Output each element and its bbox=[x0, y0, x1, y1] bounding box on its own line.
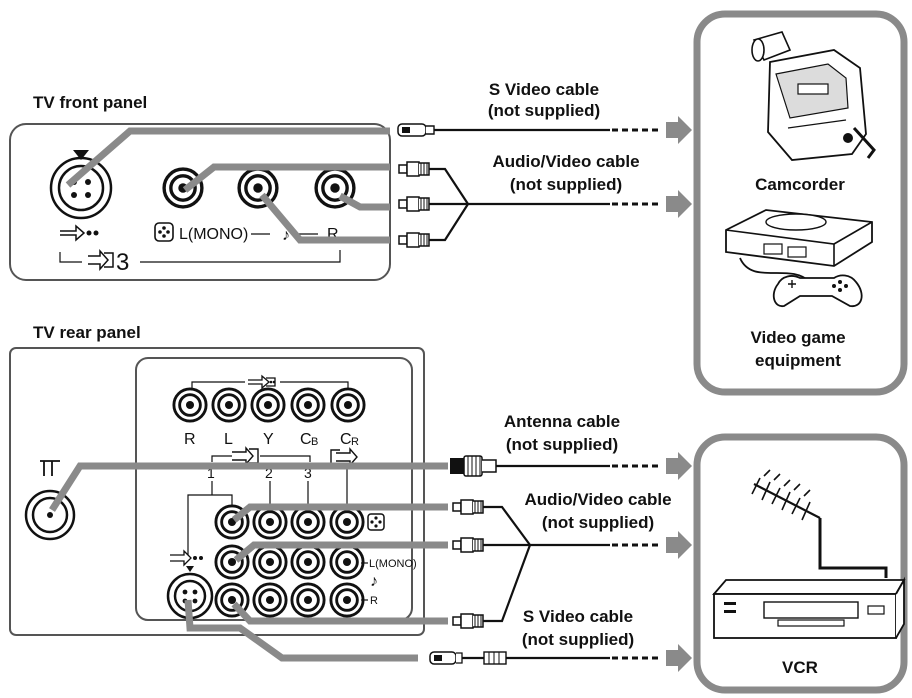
rear-video-icon bbox=[367, 513, 385, 531]
antenna-plug bbox=[450, 455, 497, 477]
rear-s-video-arrow bbox=[666, 644, 692, 672]
component-y-jack bbox=[250, 387, 286, 423]
component-r-jack bbox=[172, 387, 208, 423]
component-cb-jack bbox=[290, 387, 326, 423]
component-label-y: Y bbox=[263, 431, 274, 448]
game-label-2: equipment bbox=[755, 351, 841, 370]
input-number-3: 3 bbox=[304, 465, 312, 481]
component-label-cb: C bbox=[300, 431, 312, 448]
rear-r-label: R bbox=[370, 595, 378, 607]
rear-note-icon: ♪ bbox=[370, 573, 378, 590]
antenna-icon bbox=[40, 460, 60, 476]
front-av-plug-1 bbox=[398, 161, 430, 177]
game-label-1: Video game bbox=[750, 328, 845, 347]
game-console-icon bbox=[725, 209, 873, 267]
rear-s-video-route bbox=[184, 599, 418, 662]
vcr-box bbox=[693, 433, 908, 694]
s-video-cable-top-note: (not supplied) bbox=[488, 101, 600, 120]
front-s-video-plug bbox=[397, 123, 435, 137]
component-input-icon bbox=[248, 374, 276, 390]
s-video-cable-bottom-note: (not supplied) bbox=[522, 630, 634, 649]
component-label-cr: C bbox=[340, 431, 352, 448]
front-s-video-route bbox=[65, 127, 390, 188]
gamepad-icon bbox=[772, 274, 863, 307]
input-number-2: 2 bbox=[265, 465, 273, 481]
rear-av-plug-2 bbox=[452, 537, 484, 553]
av-cable-bottom-label: Audio/Video cable bbox=[524, 490, 671, 509]
front-panel-title: TV front panel bbox=[33, 93, 147, 112]
component-label-r: R bbox=[184, 431, 196, 448]
component-sub-b: B bbox=[311, 436, 318, 448]
s-video-cable-top-label: S Video cable bbox=[489, 80, 599, 99]
front-av-arrow bbox=[666, 190, 692, 218]
front-input-number: 3 bbox=[116, 249, 129, 276]
rear-s-video-input-icon bbox=[170, 549, 203, 567]
antenna-cable-label: Antenna cable bbox=[504, 412, 620, 431]
front-video-route bbox=[182, 163, 390, 193]
front-s-video-jack bbox=[49, 150, 113, 220]
note-icon: ♪ bbox=[282, 227, 290, 244]
rear-audio-l-route bbox=[233, 541, 448, 563]
tv-antenna-icon bbox=[751, 469, 888, 578]
component-cr-jack bbox=[330, 387, 366, 423]
vcr-label: VCR bbox=[782, 658, 818, 677]
rear-panel-title: TV rear panel bbox=[33, 323, 141, 342]
s-video-input-icon bbox=[60, 224, 99, 242]
front-r-label: R bbox=[327, 226, 339, 243]
front-l-mono-label: L(MONO) bbox=[179, 226, 248, 243]
camcorder-label: Camcorder bbox=[755, 175, 845, 194]
rear-video-route bbox=[231, 503, 448, 523]
rear-av-arrow bbox=[666, 531, 692, 559]
front-s-video-arrow bbox=[666, 116, 692, 144]
antenna-cable-note: (not supplied) bbox=[506, 435, 618, 454]
rear-audio-r-route bbox=[231, 601, 448, 625]
antenna-jack bbox=[24, 489, 76, 541]
rear-av-plug-3 bbox=[452, 613, 484, 629]
antenna-arrow bbox=[666, 452, 692, 480]
rear-l-mono-label: L(MONO) bbox=[369, 558, 417, 570]
front-audio-r-route bbox=[338, 192, 390, 211]
vcr-icon bbox=[712, 576, 906, 639]
component-label-l: L bbox=[224, 431, 233, 448]
input-number-1: 1 bbox=[207, 465, 215, 481]
front-av-plug-2 bbox=[398, 196, 430, 212]
camcorder-icon bbox=[751, 31, 876, 161]
s-video-cable-bottom-label: S Video cable bbox=[523, 607, 633, 626]
av-cable-bottom-note: (not supplied) bbox=[542, 513, 654, 532]
component-sub-r: R bbox=[351, 436, 359, 448]
component-l-jack bbox=[211, 387, 247, 423]
front-av-plug-3 bbox=[398, 232, 430, 248]
video-input-icon bbox=[154, 222, 174, 242]
av-cable-top-label: Audio/Video cable bbox=[492, 152, 639, 171]
front-video-jack-ring bbox=[162, 167, 204, 209]
front-panel bbox=[9, 123, 391, 281]
rear-av-plug-1 bbox=[452, 499, 484, 515]
input-3-icon bbox=[88, 249, 114, 271]
av-cable-top-note: (not supplied) bbox=[510, 175, 622, 194]
rear-antenna-route bbox=[49, 462, 448, 512]
front-audio-l-route bbox=[259, 192, 390, 244]
